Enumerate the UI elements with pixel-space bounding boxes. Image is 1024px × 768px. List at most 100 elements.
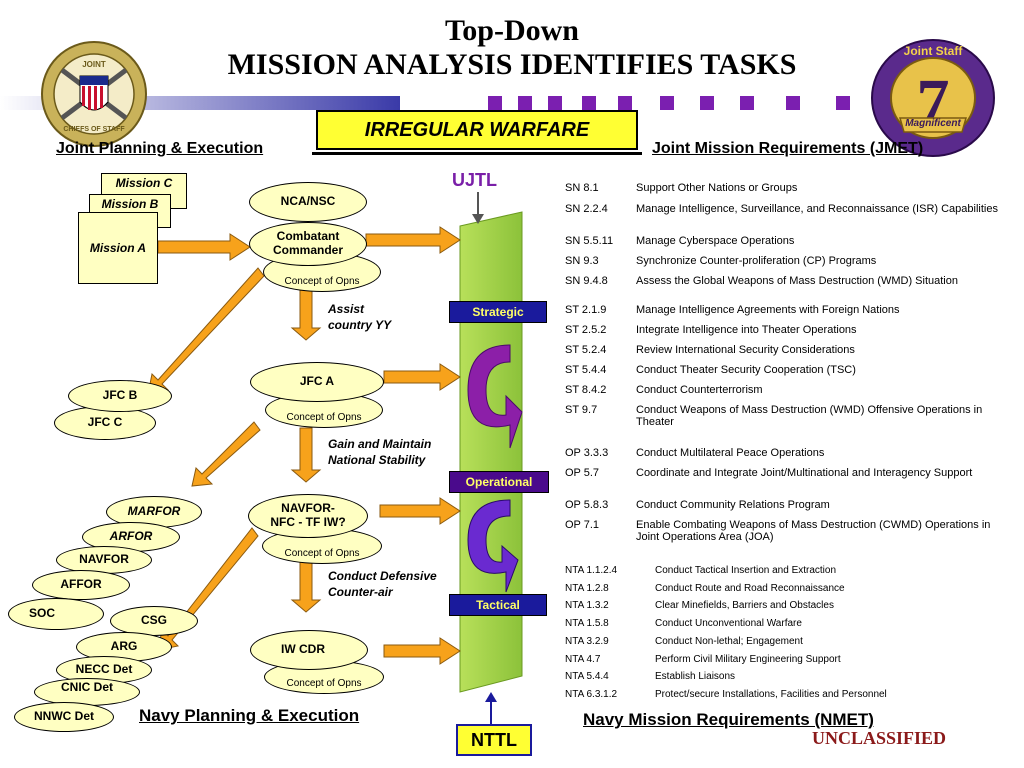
navfor-tf-line1: NAVFOR- (281, 501, 335, 516)
st-task-row: ST 2.5.2 Integrate Intelligence into The… (565, 324, 1016, 336)
task-code: SN 9.4.8 (565, 275, 608, 287)
soc-node: SOC (8, 598, 104, 630)
op-task-row: OP 5.7 Coordinate and Integrate Joint/Mul… (565, 467, 1016, 479)
task-code: OP 5.7 (565, 467, 600, 479)
mission-a-box: Mission A (78, 212, 158, 284)
page-title-line1: Top-Down (445, 14, 579, 47)
jfc-c-node: JFC C (54, 406, 156, 440)
jfc-b-node: JFC B (68, 380, 172, 412)
nta-task-row: NTA 6.3.1.2 Protect/secure Installations,… (565, 689, 955, 701)
iw-cdr-node: IW CDR (250, 630, 368, 670)
task-code: NTA 3.2.9 (565, 636, 609, 647)
banner-underline (312, 152, 642, 155)
task-description: Perform Civil Military Engineering Suppo… (655, 654, 841, 665)
task-description: Enable Combating Weapons of Mass Destruc… (636, 519, 991, 543)
task-code: SN 5.5.11 (565, 235, 614, 247)
assist-line2: country YY (328, 318, 392, 333)
strategic-curl (467, 344, 523, 449)
joint-requirements-heading: Joint Mission Requirements (JMET) (652, 140, 924, 157)
defense-line2: Counter-air (328, 585, 393, 600)
assist-note: Assist country YY (328, 301, 391, 333)
task-description: Manage Intelligence, Surveillance, and R… (636, 203, 998, 215)
task-code: ST 2.5.2 (565, 324, 607, 336)
op-task-row: OP 5.8.3 Conduct Community Relations Prog… (565, 499, 1016, 511)
combatant-commander-node: Combatant Commander (249, 222, 367, 266)
assist-line1: Assist (328, 302, 365, 316)
task-description: Conduct Community Relations Program (636, 499, 830, 511)
task-description: Manage Cyberspace Operations (636, 235, 795, 247)
task-description: Integrate Intelligence into Theater Oper… (636, 324, 857, 336)
irregular-warfare-banner: IRREGULAR WARFARE (316, 110, 638, 150)
task-code: SN 2.2.4 (565, 203, 608, 215)
sn-task-row: SN 5.5.11 Manage Cyberspace Operations (565, 235, 1016, 247)
nta-task-row: NTA 1.1.2.4 Conduct Tactical Insertion an… (565, 565, 955, 577)
task-description: Coordinate and Integrate Joint/Multinati… (636, 467, 973, 479)
gain-line2: National Stability (328, 453, 426, 468)
gain-note: Gain and Maintain National Stability (328, 436, 431, 468)
sn-task-row: SN 2.2.4 Manage Intelligence, Surveillanc… (565, 203, 1016, 215)
header-square (582, 96, 596, 110)
task-description: Clear Minefields, Barriers and Obstacles (655, 600, 834, 611)
joint-chiefs-seal: JOINT CHIEFS OF STAFF (40, 40, 148, 148)
task-code: NTA 1.1.2.4 (565, 565, 618, 576)
navfor-tf-line2: NFC - TF IW? (270, 515, 346, 529)
nta-task-row: NTA 1.3.2 Clear Minefields, Barriers and … (565, 600, 955, 612)
header-square (518, 96, 532, 110)
navy-planning-heading: Navy Planning & Execution (139, 706, 360, 725)
seal-text-top: JOINT (82, 60, 106, 69)
header-square (700, 96, 714, 110)
pillar-shape (459, 211, 523, 693)
header-square (740, 96, 754, 110)
task-description: Conduct Theater Security Cooperation (TS… (636, 364, 856, 376)
strategic-level-label: Strategic (449, 301, 547, 323)
iw-cdr-concept-node: Concept of Opns (264, 660, 384, 694)
navfor-tf-node: NAVFOR- NFC - TF IW? (248, 494, 368, 538)
task-code: NTA 6.3.1.2 (565, 689, 618, 700)
task-description: Manage Intelligence Agreements with Fore… (636, 304, 900, 316)
task-description: Review International Security Considerat… (636, 344, 855, 356)
task-code: NTA 1.3.2 (565, 600, 609, 611)
task-code: OP 3.3.3 (565, 447, 609, 459)
seal-ribbon-text: Magnificent (905, 118, 961, 129)
defense-line1: Conduct Defensive (328, 569, 437, 583)
affor-node: AFFOR (32, 570, 130, 600)
task-code: NTA 1.5.8 (565, 618, 609, 629)
task-description: Conduct Non-lethal; Engagement (655, 636, 803, 647)
nnwc-det-node: NNWC Det (14, 702, 114, 732)
task-description: Protect/secure Installations, Facilities… (655, 689, 887, 700)
classification-label: UNCLASSIFIED (812, 728, 947, 748)
sn-task-row: SN 8.1 Support Other Nations or Groups (565, 182, 1016, 194)
header-square (488, 96, 502, 110)
operational-curl (467, 499, 519, 593)
task-description: Conduct Route and Road Reconnaissance (655, 583, 845, 594)
page-title-line2: MISSION ANALYSIS IDENTIFIES TASKS (227, 48, 797, 81)
gain-line1: Gain and Maintain (328, 437, 432, 451)
task-code: SN 8.1 (565, 182, 599, 194)
seal-text-bottom: CHIEFS OF STAFF (63, 126, 125, 133)
task-code: ST 9.7 (565, 404, 598, 416)
cnic-det-node: CNIC Det (34, 678, 140, 706)
nca-nsc-node: NCA/NSC (249, 182, 367, 222)
nta-task-row: NTA 3.2.9 Conduct Non-lethal; Engagement (565, 636, 955, 648)
task-code: OP 5.8.3 (565, 499, 609, 511)
task-description: Support Other Nations or Groups (636, 182, 798, 194)
task-description: Establish Liaisons (655, 671, 736, 682)
operational-level-label: Operational (449, 471, 549, 493)
st-task-row: ST 9.7 Conduct Weapons of Mass Destructio… (565, 404, 1016, 428)
task-description: Conduct Tactical Insertion and Extractio… (655, 565, 837, 576)
navy-requirements-heading: Navy Mission Requirements (NMET) (583, 710, 874, 729)
ujtl-label: UJTL (452, 170, 497, 190)
task-description: Conduct Weapons of Mass Destruction (WMD… (636, 404, 983, 428)
task-code: NTA 4.7 (565, 654, 601, 665)
header-square (786, 96, 800, 110)
joint-planning-heading: Joint Planning & Execution (56, 140, 264, 157)
header-square (836, 96, 850, 110)
banner-label: IRREGULAR WARFARE (364, 118, 590, 141)
